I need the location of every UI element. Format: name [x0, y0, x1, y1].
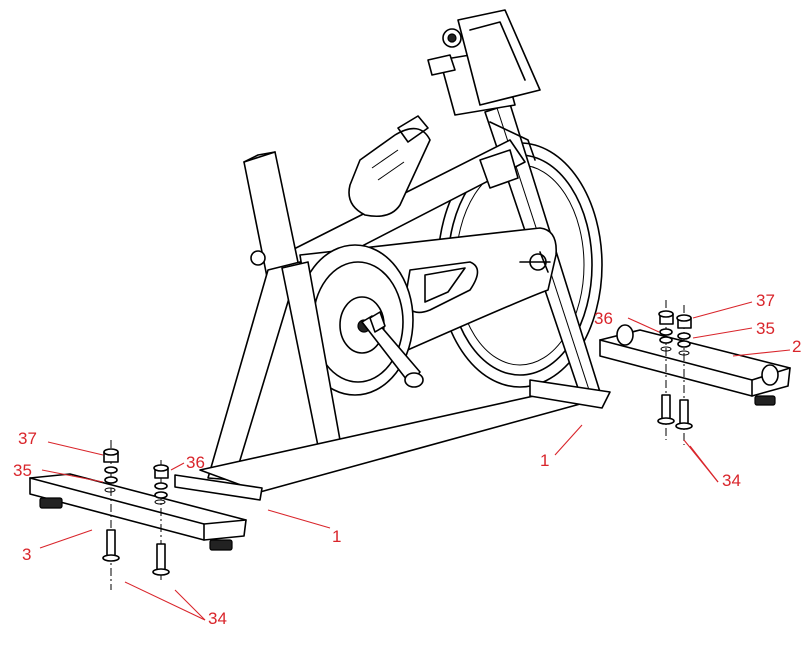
callout-2: 2	[792, 337, 801, 356]
callout-34-left: 34	[208, 609, 227, 628]
callout-36-right: 36	[594, 309, 613, 328]
callout-leaders	[39, 301, 791, 621]
callout-1-bottom: 1	[332, 527, 341, 546]
callout-3: 3	[22, 545, 31, 564]
callout-36-left: 36	[186, 453, 205, 472]
bike-frame	[174, 9, 611, 501]
callout-37-right: 37	[756, 291, 775, 310]
callout-1-right: 1	[540, 451, 549, 470]
front-stabilizer	[29, 473, 247, 551]
rear-stabilizer	[599, 324, 791, 406]
left-hardware	[102, 440, 170, 590]
handlebar-console	[427, 9, 541, 116]
water-bottle	[348, 115, 431, 218]
callout-35-left: 35	[13, 461, 32, 480]
tension-knob	[519, 251, 551, 273]
crank-pedal	[361, 311, 424, 388]
callout-37-left: 37	[18, 429, 37, 448]
callout-34-right: 34	[722, 471, 741, 490]
chain-guard	[296, 227, 557, 396]
callout-35-right: 35	[756, 319, 775, 338]
right-hardware	[657, 300, 693, 445]
callout-labels: 37 35 36 3 34 1 1 36 37 35 2 34	[13, 291, 801, 628]
